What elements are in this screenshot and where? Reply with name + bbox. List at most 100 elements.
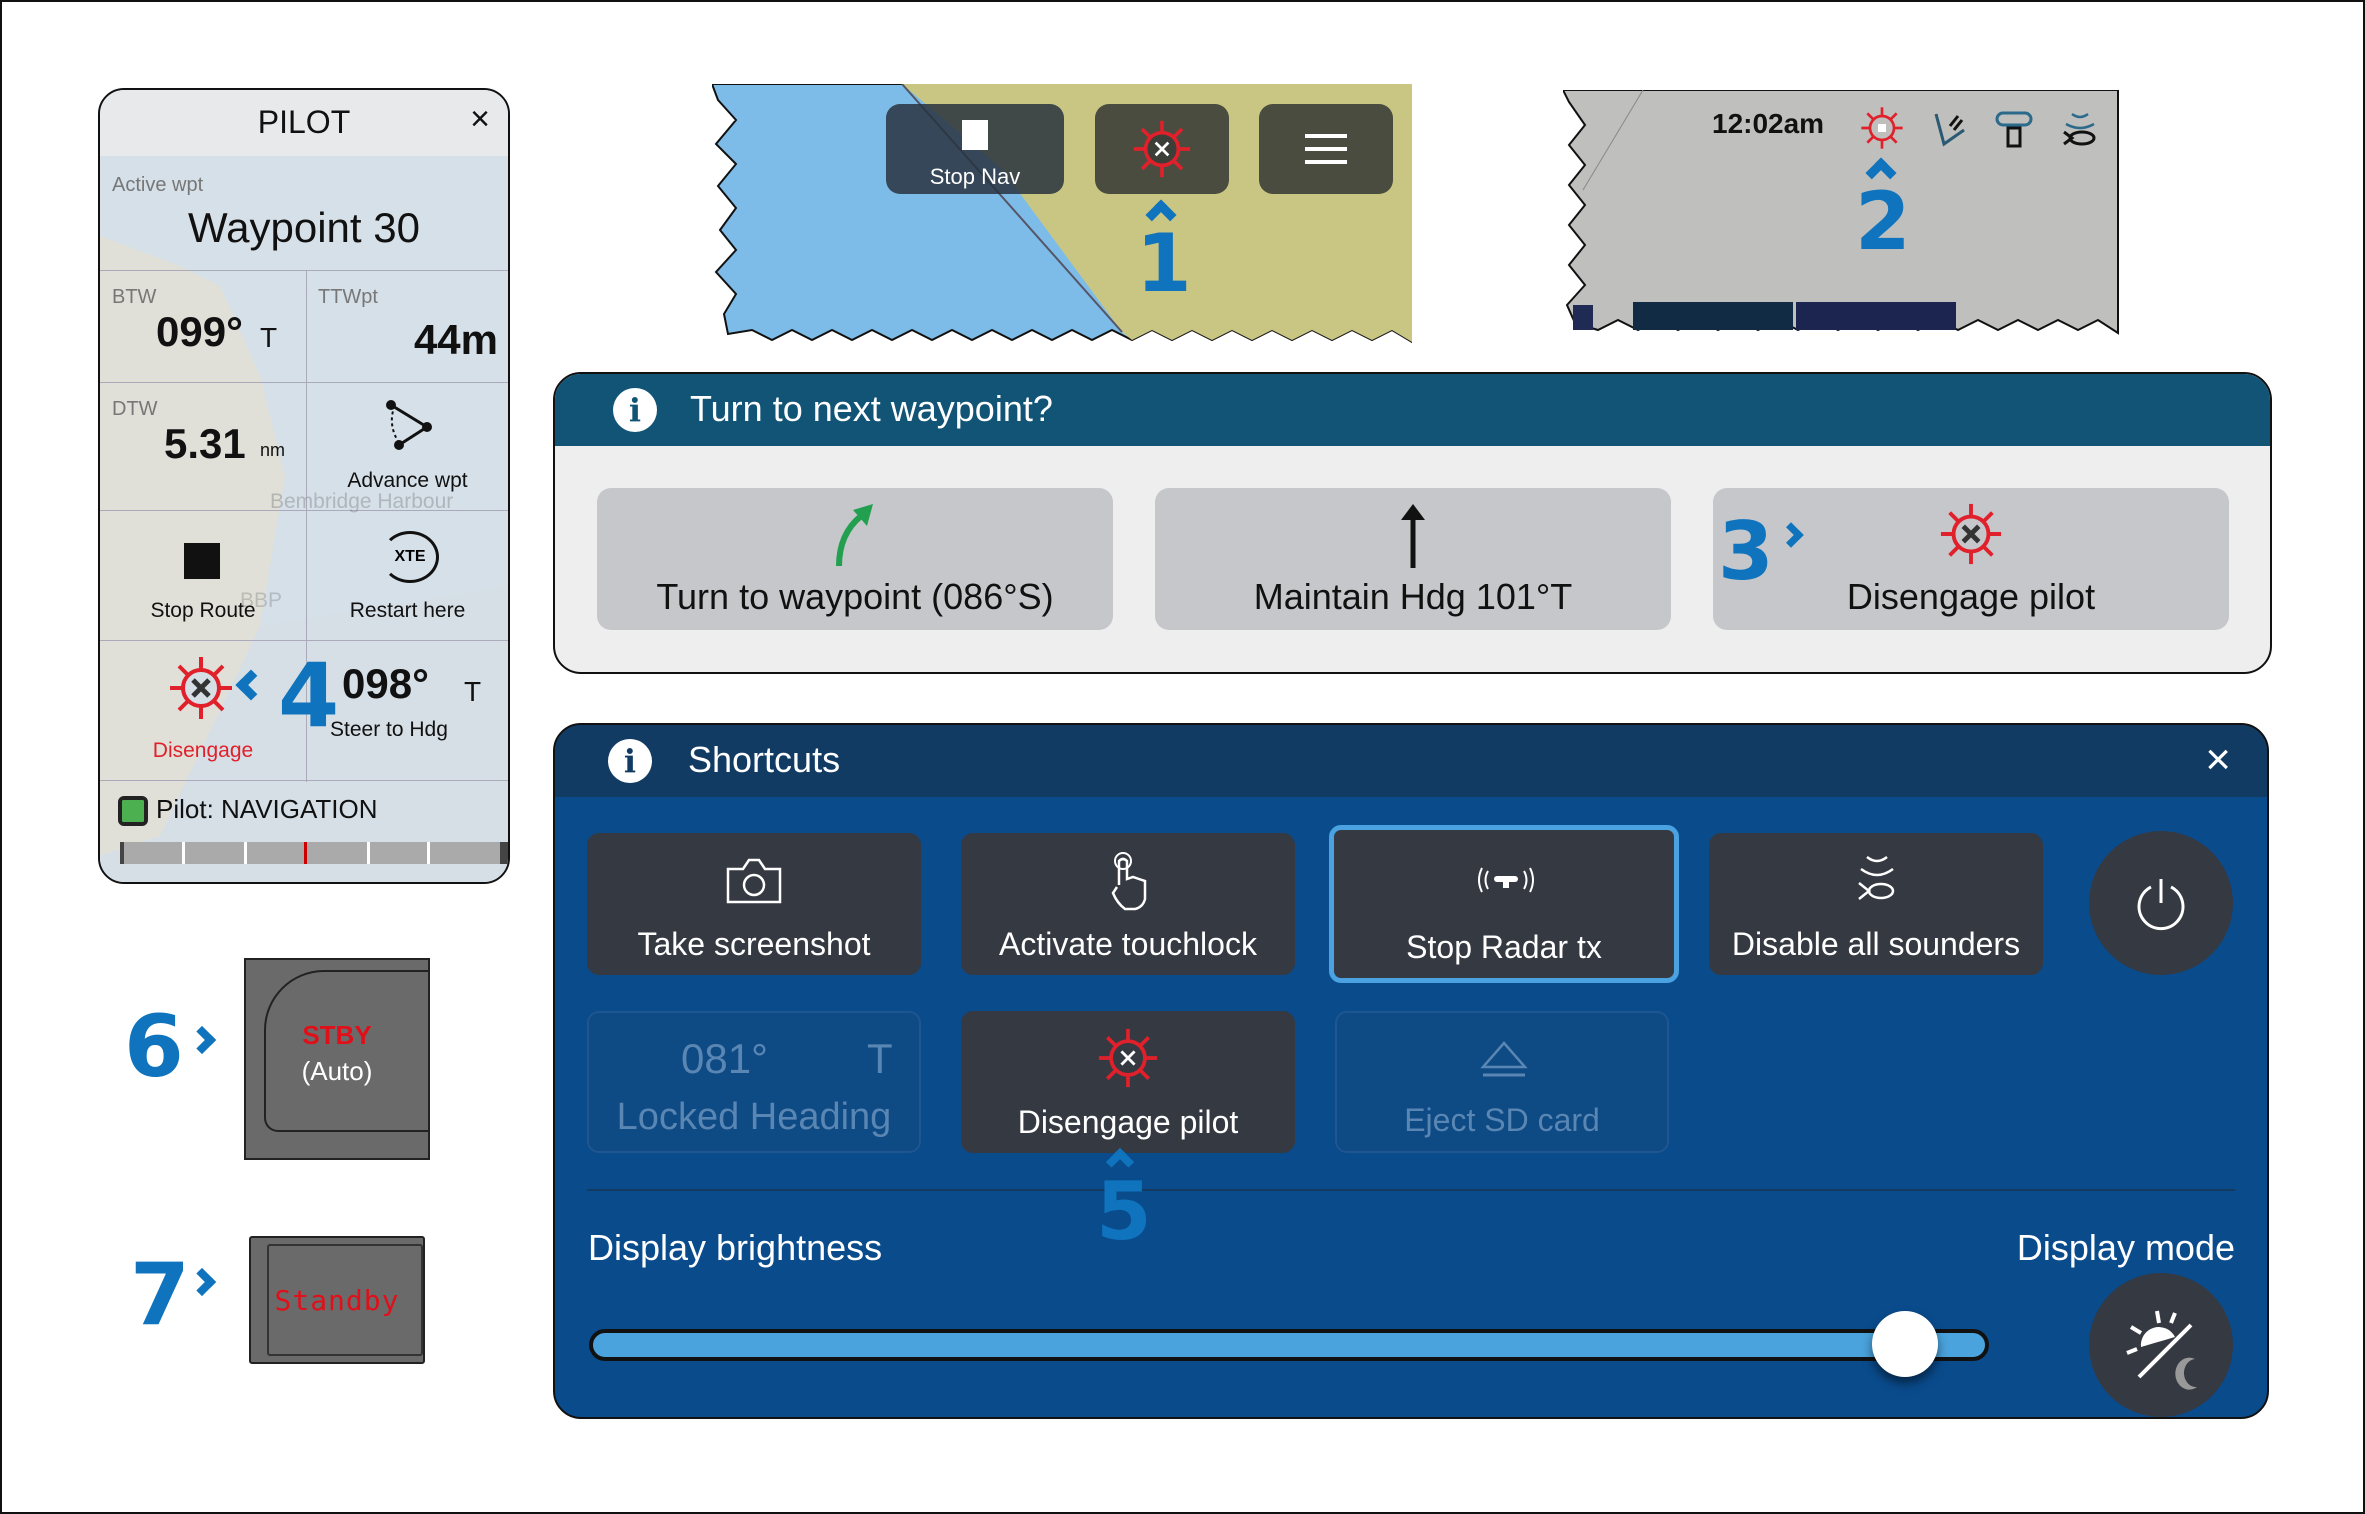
info-icon: i [608,739,652,783]
radar-icon [1478,867,1534,893]
divider [100,640,508,641]
dtw-label: DTW [112,398,158,420]
status-indicator [118,796,148,826]
callout-6: 6 [124,997,184,1097]
dtw-value: 5.31 [164,420,246,467]
option-label: Disengage pilot [1846,576,2096,617]
status-time: 12:02am [1712,108,1825,139]
eject-sd-card-tile: Eject SD card [1335,1011,1669,1153]
helm-disengage-icon [1940,503,2002,565]
stop-nav-label: Stop Nav [929,164,1021,189]
up-arrow-icon [1401,504,1425,568]
active-wpt-value: Waypoint 30 [188,204,420,251]
locked-heading-tile: 081° T Locked Heading [587,1011,921,1153]
ttwpt-label: TTWpt [318,286,378,308]
rudder-bar [120,842,508,864]
disengage-button[interactable]: Disengage [100,641,306,780]
callout-7: 7 [130,1245,190,1345]
steer-hdg-value: 098° [342,660,429,707]
pilot-status: Pilot: NAVIGATION [156,794,378,824]
tile-label: Activate touchlock [999,926,1257,962]
dialog-header: i Turn to next waypoint? [555,374,2270,446]
map-label-bbp: BBP [240,589,283,612]
stop-radar-tx-button[interactable]: Stop Radar tx [1329,825,1679,983]
touch-icon [1111,852,1147,911]
restart-here-label: Restart here [349,599,466,622]
stop-route-button[interactable]: BBP Stop Route [100,511,306,640]
callout-3: 3 [1718,505,1774,598]
disengage-pilot-button[interactable]: Disengage pilot [1713,488,2229,630]
callout-5: 5 [1096,1165,1152,1258]
power-button[interactable] [2089,831,2233,975]
pilot-disengage-button[interactable] [1095,104,1229,194]
advance-wpt-button[interactable]: Advance wpt [307,383,508,510]
option-label: Maintain Hdg 101°T [1253,576,1573,617]
power-icon [2137,879,2185,931]
day-night-icon [2126,1310,2197,1390]
stop-icon [962,120,988,150]
display-mode-button[interactable] [2089,1273,2233,1417]
divider [100,382,508,383]
pilot-header: PILOT × [100,90,508,156]
stby-auto-hardware-button[interactable]: STBY (Auto) [244,958,430,1160]
steer-hdg-label: Steer to Hdg [330,718,448,741]
stop-square-icon [184,543,220,579]
camera-icon [726,858,782,904]
take-screenshot-button[interactable]: Take screenshot [587,833,921,975]
tile-label: Stop Radar tx [1406,929,1602,965]
close-icon[interactable]: × [2205,735,2231,784]
btw-label: BTW [112,286,157,308]
shortcuts-header: i Shortcuts × [555,725,2267,797]
close-icon[interactable]: × [470,100,490,138]
callout-1: 1 [1136,217,1192,310]
menu-icon [1305,134,1347,164]
divider [306,270,307,782]
shortcuts-panel: i Shortcuts × Take screenshot Activate t… [553,723,2269,1419]
steer-hdg-unit: T [464,676,482,707]
menu-button[interactable] [1259,104,1393,194]
sounder-icon [1858,855,1895,900]
advance-wpt-label: Advance wpt [347,469,468,492]
divider [587,1189,2235,1191]
disable-sounders-button[interactable]: Disable all sounders [1709,833,2043,975]
status-bar-snippet [1563,90,2119,335]
sounder-status-icon[interactable] [2060,108,2100,148]
shortcut-disengage-pilot-button[interactable]: Disengage pilot [961,1011,1295,1153]
xte-restart-icon: XTE [381,531,439,583]
standby-label: Standby [274,1284,400,1317]
advance-waypoint-icon [386,400,432,450]
brightness-label: Display brightness [588,1227,883,1268]
tile-label: Disable all sounders [1731,926,2021,962]
map-label-harbour: Bembridge Harbour [270,490,454,513]
turn-to-waypoint-button[interactable]: Turn to waypoint (086°S) [597,488,1113,630]
option-label: Turn to waypoint (086°S) [656,576,1054,617]
callout-4: 4 [278,644,340,747]
eject-icon [1480,1041,1528,1077]
button-bevel [264,970,430,1132]
standby-hardware-button[interactable]: Standby [249,1236,425,1364]
tile-label: Disengage pilot [1017,1104,1239,1140]
locked-heading-value: 081° [681,1035,768,1082]
display-mode-label: Display mode [2016,1227,2235,1268]
stop-nav-button[interactable]: Stop Nav [886,104,1064,194]
callout-2: 2 [1855,175,1911,268]
brightness-slider-thumb[interactable] [1872,1311,1938,1377]
wind-instrument-icon[interactable] [1932,108,1968,148]
restart-here-button[interactable]: XTE Restart here [307,511,508,640]
activate-touchlock-button[interactable]: Activate touchlock [961,833,1295,975]
curved-arrow-icon [836,504,873,567]
btw-unit: T [260,322,278,353]
brightness-slider[interactable] [589,1329,1989,1361]
divider [100,270,508,271]
locked-heading-unit: T [867,1035,893,1082]
pilot-status-icon[interactable] [1860,106,1904,150]
helm-disengage-icon [1133,120,1191,178]
tile-label: Eject SD card [1404,1102,1600,1138]
auto-label: (Auto) [301,1056,373,1086]
maintain-heading-button[interactable]: Maintain Hdg 101°T [1155,488,1671,630]
active-wpt-label: Active wpt [112,174,204,196]
radar-status-icon[interactable] [1994,110,2034,150]
stop-route-label: Stop Route [150,599,256,622]
ttwpt-value: 44m [413,316,498,363]
turn-waypoint-dialog: i Turn to next waypoint? Turn to waypoin… [553,372,2272,674]
